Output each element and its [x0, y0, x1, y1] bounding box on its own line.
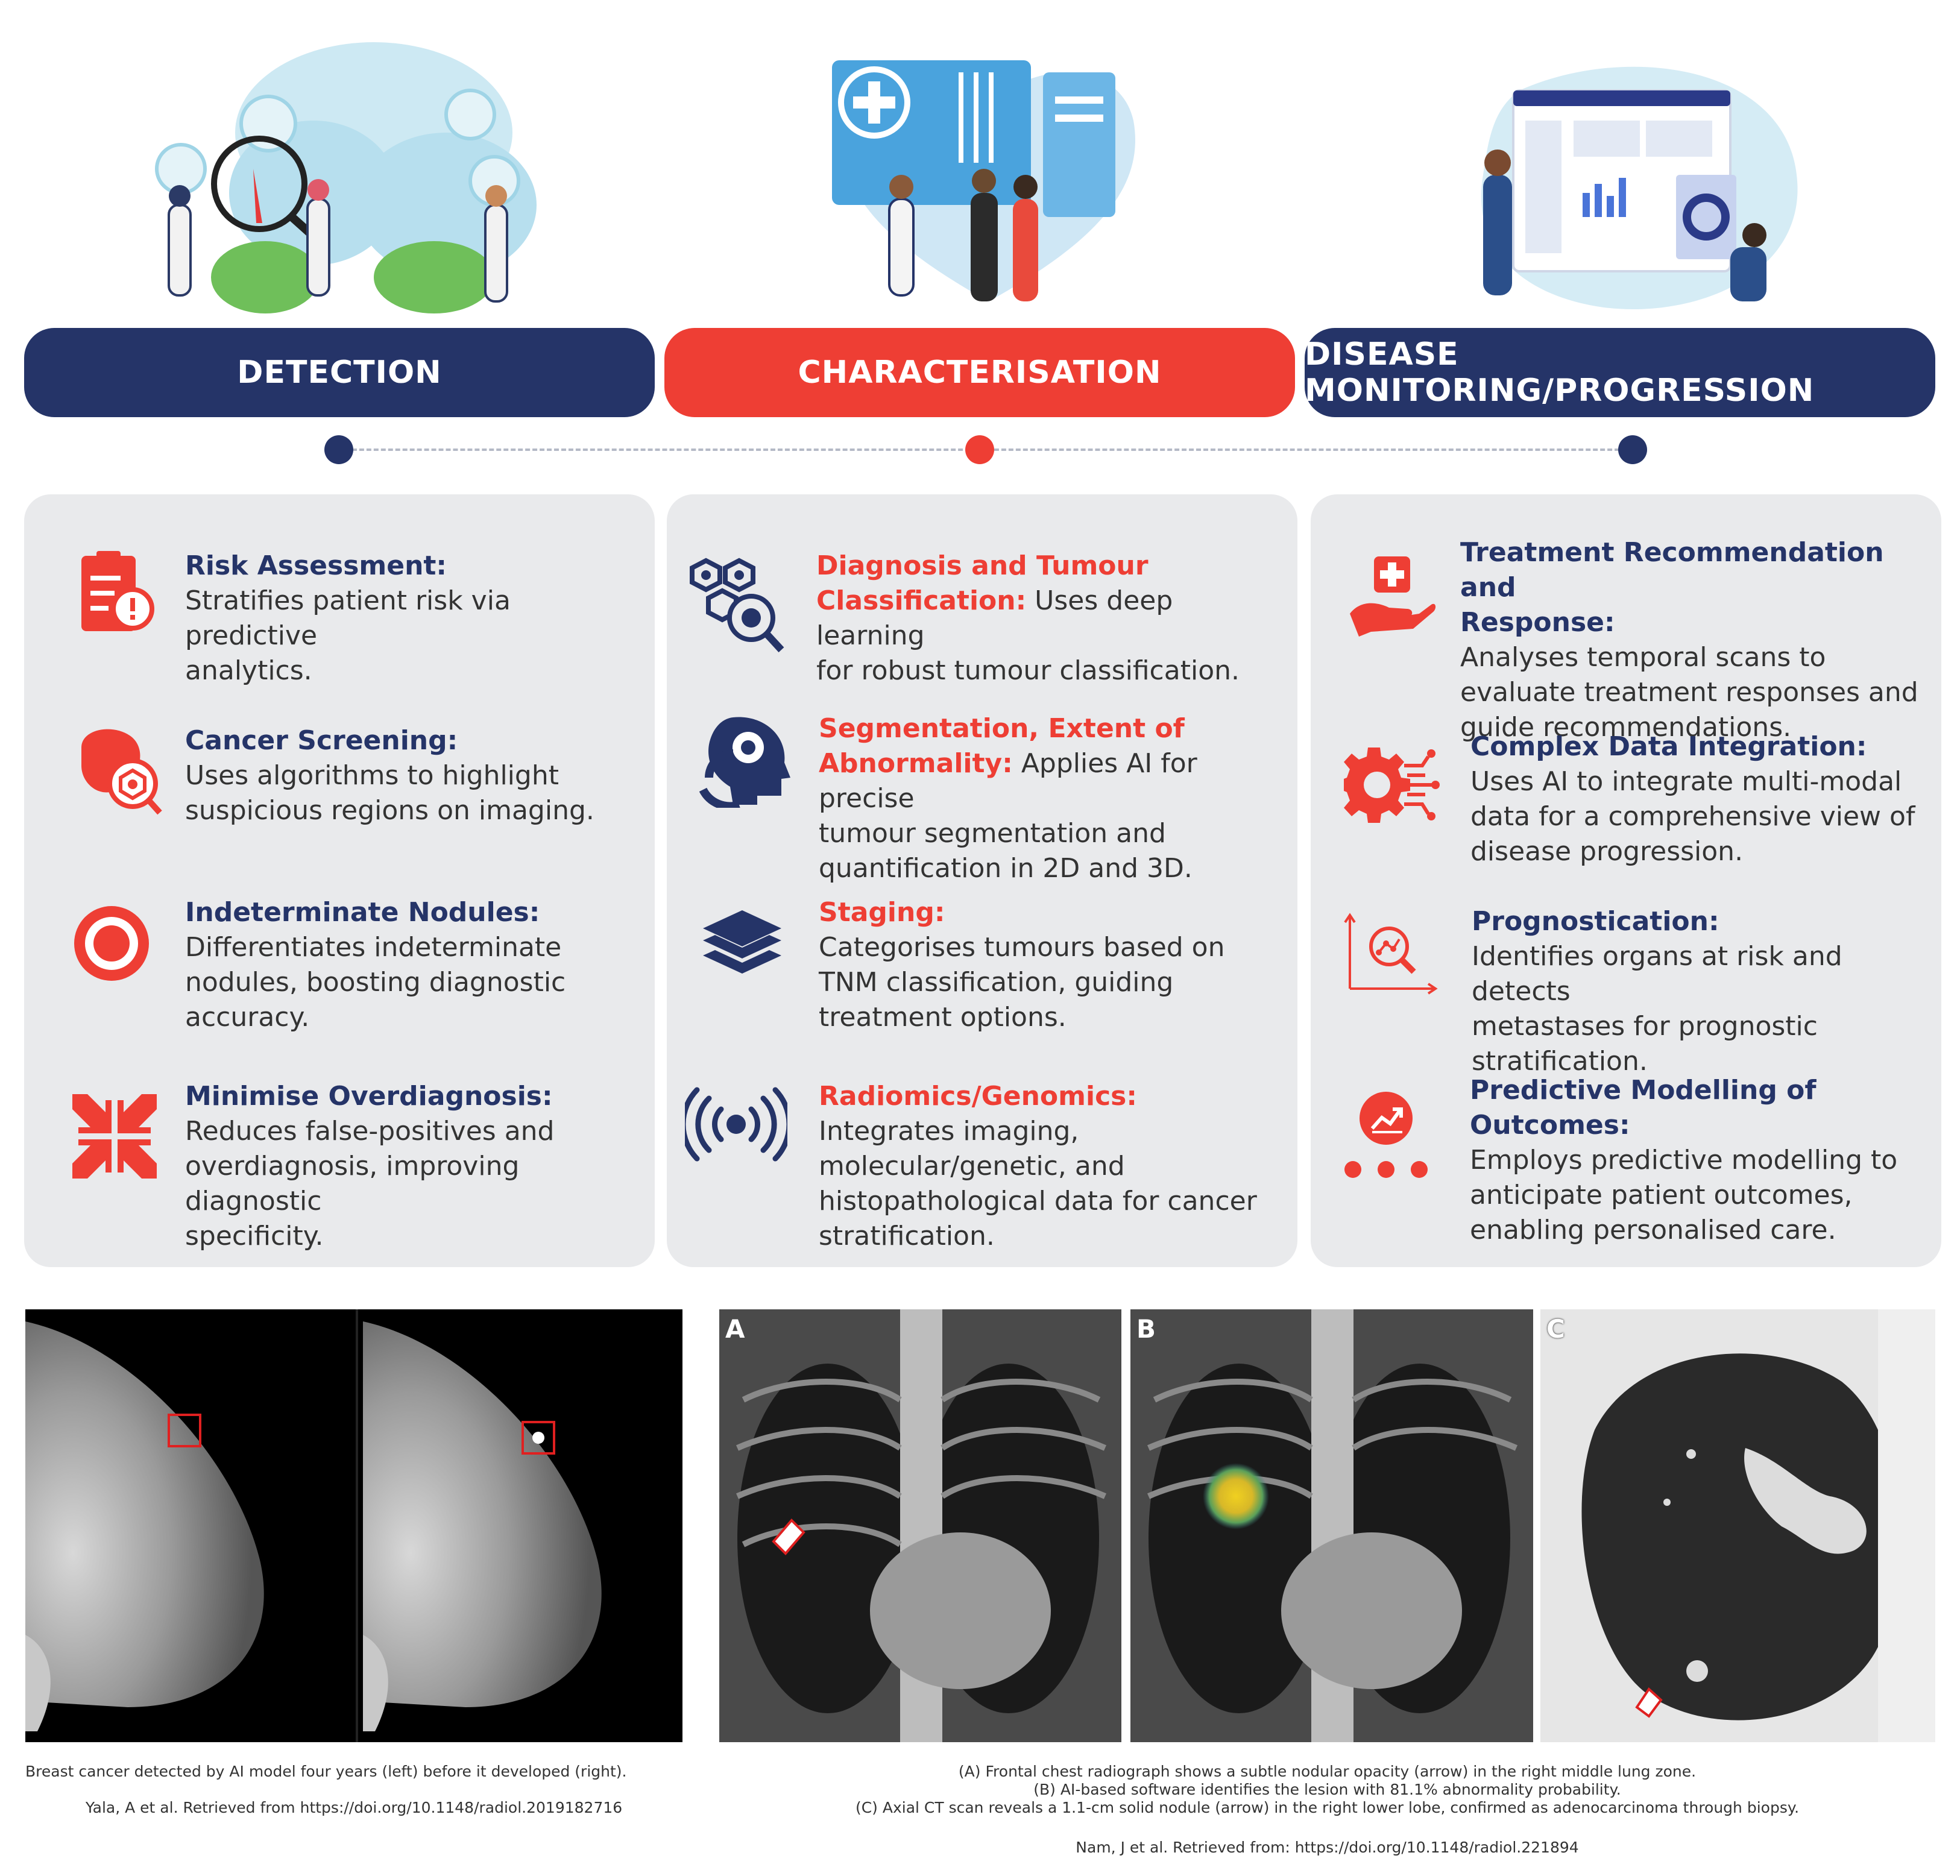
- xray-source: Nam, J et al. Retrieved from: https://do…: [1076, 1839, 1579, 1856]
- diagnosis-desc-line1: Uses deep learning: [816, 585, 1173, 651]
- treatment-title-line1: Treatment Recommendation and: [1460, 537, 1884, 603]
- predictive-desc-line2: anticipate patient outcomes,: [1470, 1180, 1853, 1210]
- xray-panel-b: B: [1130, 1309, 1533, 1742]
- risk-desc-line2: analytics.: [185, 655, 312, 686]
- risk-desc-line1: Stratifies patient risk via predictive: [185, 585, 511, 651]
- xray-a-arrow: [772, 1519, 805, 1555]
- clipboard-alert-icon: [81, 551, 154, 631]
- staging-title: Staging:: [819, 897, 945, 928]
- nodules-desc-line3: accuracy.: [185, 1002, 310, 1033]
- integration-desc-line3: disease progression.: [1470, 836, 1744, 867]
- compress-arrows-icon: [72, 1094, 157, 1179]
- timeline-dot-detection: [324, 435, 353, 464]
- nodules-desc-line2: nodules, boosting diagnostic: [185, 967, 566, 998]
- treatment-desc-line3: guide recommendations.: [1460, 712, 1792, 743]
- detection-panel: Risk Assessment: Stratifies patient risk…: [24, 494, 655, 1267]
- xray-b-image: [1130, 1309, 1533, 1742]
- characterisation-illustration: [832, 60, 1135, 301]
- overdiagnosis-desc-line2: overdiagnosis, improving diagnostic: [185, 1151, 520, 1217]
- staging-desc-line1: Categorises tumours based on: [819, 932, 1225, 963]
- risk-title: Risk Assessment:: [185, 550, 447, 581]
- head-segmentation-icon: [699, 717, 790, 808]
- header-characterisation: CHARACTERISATION: [664, 328, 1295, 417]
- cells-magnifier-icon: [690, 558, 784, 653]
- ct-nodule: [1686, 1660, 1708, 1682]
- ct-panel-c: C: [1540, 1309, 1935, 1742]
- xray-caption-a: (A) Frontal chest radiograph shows a sub…: [958, 1763, 1697, 1780]
- segmentation-title-line1: Segmentation, Extent of: [819, 713, 1185, 744]
- timeline-dot-monitoring: [1618, 435, 1647, 464]
- treatment-desc-line2: evaluate treatment responses and: [1460, 677, 1918, 708]
- radiomics-desc-line3: histopathological data for cancer: [819, 1186, 1257, 1217]
- mammo-box-right: [522, 1421, 555, 1455]
- organ-scan-icon: [81, 729, 162, 815]
- growth-chart-dots-icon: [1344, 1092, 1428, 1178]
- ct-c-image: [1540, 1309, 1935, 1742]
- prognostication-desc-line3: stratification.: [1472, 1046, 1648, 1077]
- chart-magnifier-icon: [1344, 913, 1438, 995]
- monitoring-illustration: [1481, 66, 1798, 310]
- mammo-box-left: [168, 1414, 201, 1447]
- mammo-caption: Breast cancer detected by AI model four …: [25, 1763, 627, 1780]
- ct-letter-c: C: [1546, 1314, 1565, 1344]
- predictive-desc-line1: Employs predictive modelling to: [1470, 1145, 1898, 1176]
- characterisation-panel: Diagnosis and Tumour Classification: Use…: [667, 494, 1297, 1267]
- radiomics-desc-line2: molecular/genetic, and: [819, 1151, 1125, 1182]
- header-detection: DETECTION: [24, 328, 655, 417]
- gear-circuit-icon: [1344, 748, 1440, 823]
- diagnosis-title-line1: Diagnosis and Tumour: [816, 550, 1149, 581]
- staging-desc-line3: treatment options.: [819, 1002, 1067, 1033]
- monitoring-panel: Treatment Recommendation and Response: A…: [1311, 494, 1941, 1267]
- predictive-desc-line3: enabling personalised care.: [1470, 1215, 1836, 1245]
- signal-waves-icon: [685, 1087, 787, 1162]
- overdiagnosis-title: Minimise Overdiagnosis:: [185, 1081, 553, 1112]
- xray-caption-b: (B) AI-based software identifies the les…: [1033, 1781, 1621, 1798]
- segmentation-title-line2: Abnormality:: [819, 748, 1013, 779]
- mammogram-figure: [25, 1309, 682, 1742]
- screening-desc-line1: Uses algorithms to highlight: [185, 760, 559, 791]
- radiomics-desc-line1: Integrates imaging,: [819, 1116, 1079, 1147]
- diagnosis-desc-line2: for robust tumour classification.: [816, 655, 1240, 686]
- hand-medical-icon: [1350, 556, 1436, 637]
- integration-title: Complex Data Integration:: [1470, 731, 1867, 762]
- prognostication-desc-line1: Identifies organs at risk and detects: [1472, 941, 1842, 1007]
- layers-icon: [703, 910, 781, 974]
- timeline-dot-characterisation: [965, 435, 994, 464]
- ct-arrow: [1635, 1687, 1663, 1718]
- integration-desc-line1: Uses AI to integrate multi-modal: [1470, 766, 1902, 797]
- xray-letter-b: B: [1136, 1314, 1156, 1344]
- overdiagnosis-desc-line1: Reduces false-positives and: [185, 1116, 555, 1147]
- segmentation-desc-line1: Applies AI for precise: [819, 748, 1197, 814]
- detection-illustration: [155, 42, 537, 313]
- header-monitoring: DISEASE MONITORING/PROGRESSION: [1305, 328, 1935, 417]
- target-icon: [74, 906, 149, 981]
- treatment-desc-line1: Analyses temporal scans to: [1460, 642, 1826, 673]
- screening-desc-line2: suspicious regions on imaging.: [185, 795, 594, 826]
- nodules-desc-line1: Differentiates indeterminate: [185, 932, 562, 963]
- xray-a-image: [719, 1309, 1121, 1742]
- radiomics-desc-line4: stratification.: [819, 1221, 995, 1251]
- diagnosis-title-line2: Classification:: [816, 585, 1027, 616]
- xray-letter-a: A: [725, 1314, 745, 1344]
- prognostication-desc-line2: metastases for prognostic: [1472, 1011, 1818, 1042]
- nodules-title: Indeterminate Nodules:: [185, 897, 540, 928]
- treatment-title-line2: Response:: [1460, 607, 1615, 638]
- xray-caption-c: (C) Axial CT scan reveals a 1.1-cm solid…: [855, 1799, 1800, 1816]
- prognostication-title: Prognostication:: [1472, 906, 1719, 937]
- mammo-source: Yala, A et al. Retrieved from https://do…: [85, 1799, 623, 1816]
- radiomics-title: Radiomics/Genomics:: [819, 1081, 1137, 1112]
- staging-desc-line2: TNM classification, guiding: [819, 967, 1174, 998]
- integration-desc-line2: data for a comprehensive view of: [1470, 801, 1915, 832]
- overdiagnosis-desc-line3: specificity.: [185, 1221, 324, 1251]
- predictive-title: Predictive Modelling of Outcomes:: [1470, 1075, 1817, 1141]
- screening-title: Cancer Screening:: [185, 725, 458, 756]
- xray-panel-a: A: [719, 1309, 1121, 1742]
- segmentation-desc-line3: quantification in 2D and 3D.: [819, 853, 1193, 884]
- segmentation-desc-line2: tumour segmentation and: [819, 818, 1166, 849]
